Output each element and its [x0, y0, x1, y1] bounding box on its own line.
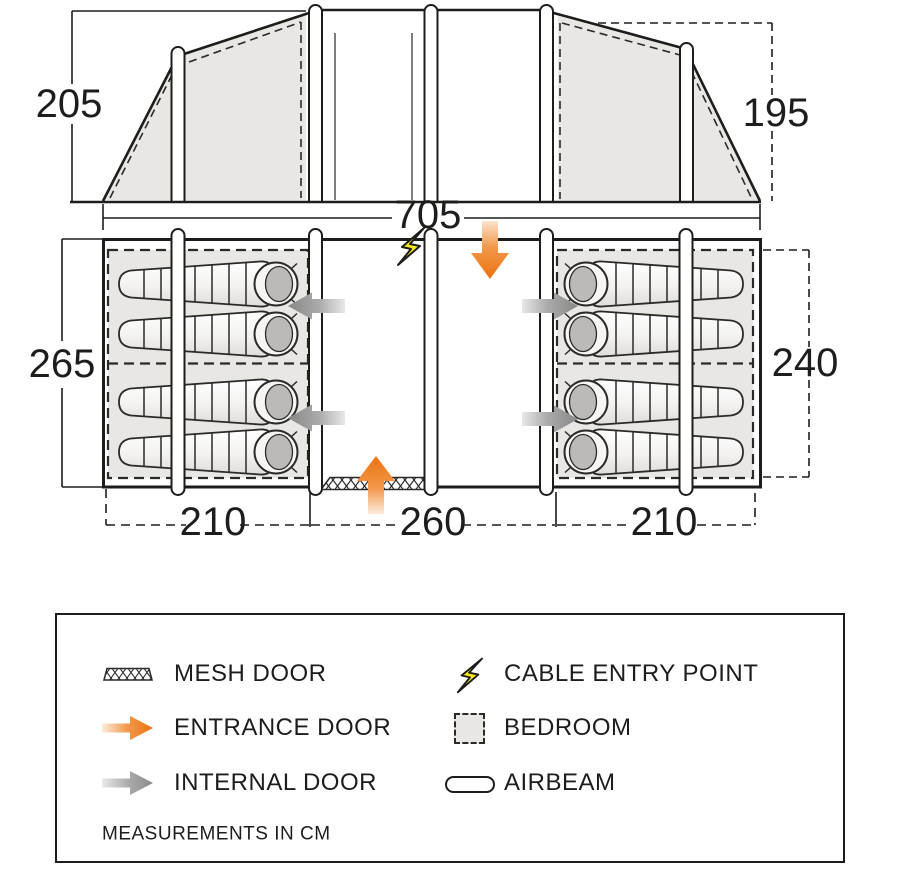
bedroom-icon	[442, 710, 497, 746]
internal-door-icon	[98, 768, 158, 798]
legend-label-internal-door: INTERNAL DOOR	[174, 769, 377, 796]
legend: MESH DOOR ENTRANCE DOOR INTERNAL DOOR CA…	[55, 613, 845, 863]
tent-diagram-canvas	[61, 4, 810, 527]
mesh-door-icon	[98, 656, 158, 692]
elevation-right-shaded-panel	[558, 16, 758, 200]
airbeam-icon	[442, 774, 497, 794]
elevation-front-door-lines	[334, 33, 413, 200]
dimension-height-right: 195	[742, 91, 810, 135]
dimension-section-right: 210	[630, 500, 698, 544]
dimension-depth-left: 265	[28, 342, 96, 386]
elevation-left-shaded-panel	[104, 14, 306, 200]
measurements-note: MEASUREMENTS IN CM	[102, 823, 331, 845]
dimension-depth-right: 240	[771, 341, 839, 385]
entrance-door-arrows	[357, 221, 509, 514]
dimension-height-left: 205	[35, 82, 103, 126]
entrance-door-icon	[98, 713, 158, 743]
dimension-lines	[71, 10, 773, 230]
internal-door-arrows	[288, 292, 578, 433]
side-elevation-view	[70, 4, 762, 204]
cable-entry-point-legend-icon	[442, 655, 497, 695]
legend-label-bedroom: BEDROOM	[504, 714, 632, 741]
legend-label-airbeam: AIRBEAM	[504, 769, 616, 796]
dimension-section-left: 210	[179, 500, 247, 544]
legend-label-cable-entry: CABLE ENTRY POINT	[504, 660, 759, 687]
legend-label-entrance-door: ENTRANCE DOOR	[174, 714, 392, 741]
floor-plan-view	[102, 221, 762, 514]
dimension-total-width: 705	[394, 193, 462, 237]
legend-label-mesh-door: MESH DOOR	[174, 660, 327, 687]
floorplan-airbeams	[170, 228, 694, 496]
plan-dimension-lines	[61, 238, 810, 527]
elevation-airbeams	[170, 4, 694, 203]
dimension-section-middle: 260	[399, 500, 467, 544]
